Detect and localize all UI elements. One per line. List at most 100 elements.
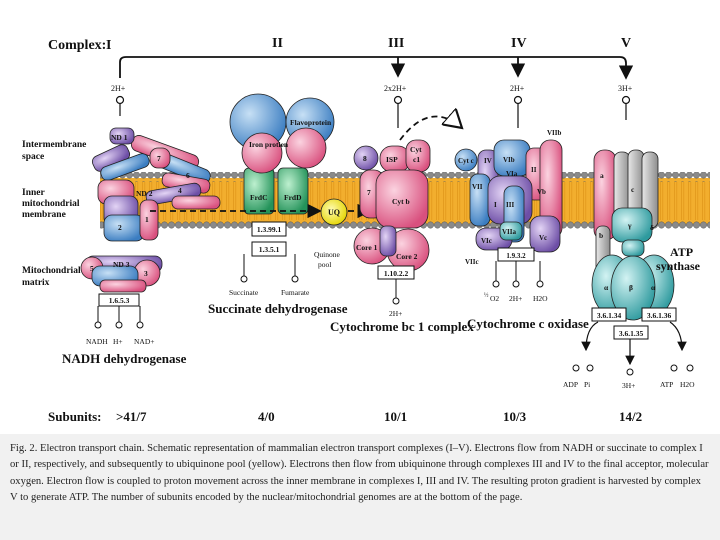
proton-label-c5: 3H+ xyxy=(618,84,633,93)
c5-part-alpha-left: α xyxy=(604,283,609,292)
c4-part-via: VIa xyxy=(506,170,518,178)
complex-iii-labels: 8 ISP Cyt c1 7 Cyt b Core 1 Core 2 1.10.… xyxy=(356,145,422,278)
membrane-label-3: membrane xyxy=(22,210,66,220)
c3-part-c1: c1 xyxy=(413,155,420,164)
c1-substrate-nad: NAD+ xyxy=(134,337,154,346)
c5-part-delta: δ xyxy=(650,223,654,232)
c5-part-beta: β xyxy=(629,283,633,292)
c4-part-vic: VIc xyxy=(481,237,492,245)
proton-circles xyxy=(115,95,631,128)
c4-part-viib: VIIb xyxy=(547,129,562,137)
region-labels: Intermembrane space Inner mitochondrial … xyxy=(22,140,86,288)
c5-substrate-atp: ATP xyxy=(660,380,673,389)
caption-panel xyxy=(0,434,720,540)
subunits-row: Subunits: >41/7 4/0 10/1 10/3 14/2 xyxy=(48,409,642,424)
c5-ec-3: 3.6.1.35 xyxy=(619,329,644,338)
c2-part-iron: Iron protien xyxy=(249,140,289,149)
c1-ec-number: 1.6.5.3 xyxy=(109,296,130,305)
matrix-label-2: matrix xyxy=(22,278,50,288)
c4-part-vib: VIb xyxy=(503,156,515,164)
complex-v-name-1: ATP xyxy=(670,245,693,259)
c4-half: ½ xyxy=(484,292,489,299)
complex-ii-name: Succinate dehydrogenase xyxy=(208,301,348,316)
complex-iv-name: Cytochrome c oxidase xyxy=(467,316,589,331)
complex-v-labels: a c b γ δ α β α 3.6.1.34 3.6.1.36 3.6.1.… xyxy=(597,171,672,338)
c3-matrix-proton xyxy=(392,279,400,305)
c1-subunit-nd2: ND 2 xyxy=(136,189,153,198)
intermembrane-label-2: space xyxy=(22,152,44,162)
complex-ii-labels: Iron protien Flavoprotein FrdC FrdD 1.3.… xyxy=(249,118,332,254)
c3-part-core1: Core 1 xyxy=(356,243,378,252)
complex-ii-substrates xyxy=(240,254,299,283)
complex-v-name: ATP synthase xyxy=(656,245,701,273)
c4-part-vb: Vb xyxy=(537,188,546,196)
c1-subunit-1: 1 xyxy=(145,215,149,224)
c3-matrix-proton-label: 2H+ xyxy=(389,309,402,318)
subunits-c5: 14/2 xyxy=(619,409,642,424)
c4-part-i: I xyxy=(494,201,497,209)
c1-subunit-5: 5 xyxy=(90,264,94,273)
matrix-label-1: Mitochondrial xyxy=(22,266,81,276)
c1-subunit-nd1: ND 1 xyxy=(111,133,128,142)
complex-i xyxy=(80,127,221,293)
complex-i-labels: ND 1 7 ND 2 6 4 2 ND 3 5 3 1 xyxy=(90,133,190,278)
complex-iii-name: Cytochrome bc 1 complex xyxy=(330,319,474,334)
c1-subunit-6: 6 xyxy=(186,171,190,180)
c3-ec-number: 1.10.2.2 xyxy=(384,269,409,278)
c4-ec-number: 1.9.3.2 xyxy=(506,252,526,260)
c2-iron-text: Iron protien xyxy=(249,140,289,149)
c4-part-cytc: Cyt c xyxy=(458,157,474,165)
c4-matrix-proton: 2H+ xyxy=(509,294,522,303)
complex-iii-roman: III xyxy=(388,36,404,51)
electron-path xyxy=(150,116,462,219)
c1-subunit-3: 3 xyxy=(144,269,148,278)
complex-ii-substrate-text: Succinate Fumarate Quinone pool xyxy=(229,250,341,297)
complex-ii xyxy=(229,93,335,257)
c2-substrate-fumarate: Fumarate xyxy=(281,288,310,297)
membrane-label-2: mitochondrial xyxy=(22,199,80,209)
c2-part-frdd: FrdD xyxy=(284,193,302,202)
c2-substrate-succinate: Succinate xyxy=(229,288,259,297)
c1-subunit-2: 2 xyxy=(118,223,122,232)
subunits-label: Subunits: xyxy=(48,409,101,424)
c4-part-viic: VIIc xyxy=(465,258,479,266)
proton-label-c1: 2H+ xyxy=(111,84,126,93)
complex-iii xyxy=(353,139,431,280)
complex-ii-roman: II xyxy=(272,36,283,51)
c5-part-b: b xyxy=(599,231,603,240)
c5-substrate-adp: ADP xyxy=(563,380,578,389)
c4-part-vii: VII xyxy=(472,183,483,191)
subunits-c4: 10/3 xyxy=(503,409,527,424)
c1-subunit-nd3: ND 3 xyxy=(113,260,130,269)
c5-part-alpha-right: α xyxy=(651,283,656,292)
c2-part-flavoprotein: Flavoprotein xyxy=(290,118,332,127)
complex-v-name-2: synthase xyxy=(656,259,701,273)
c3-part-8: 8 xyxy=(363,154,367,163)
c2-ec-2: 1.3.5.1 xyxy=(259,245,280,254)
c5-substrate-pi: Pi xyxy=(584,380,590,389)
c5-product-arrows xyxy=(581,321,687,366)
c5-part-a: a xyxy=(600,171,604,180)
ubiquinone-label: UQ xyxy=(328,208,340,217)
c4-substrate-o2: O2 xyxy=(490,294,499,303)
c2-ec-1: 1.3.99.1 xyxy=(257,225,282,234)
quinone-pool-1: Quinone xyxy=(314,250,341,259)
subunits-c2: 4/0 xyxy=(258,409,275,424)
c3-part-isp: ISP xyxy=(386,155,398,164)
etc-diagram: Complex: I II III IV V 2H+ 2x2H+ 2H+ 3H+… xyxy=(22,36,710,424)
subunits-c3: 10/1 xyxy=(384,409,407,424)
complex-iv xyxy=(454,139,563,262)
c2-part-frdc: FrdC xyxy=(250,193,268,202)
c5-product-circles xyxy=(572,364,694,376)
proton-label-c4: 2H+ xyxy=(510,84,525,93)
c5-part-gamma: γ xyxy=(627,221,632,230)
c1-subunit-7: 7 xyxy=(157,154,161,163)
figure-caption: Fig. 2. Electron transport chain. Schema… xyxy=(10,443,709,503)
c3-part-cytb: Cyt b xyxy=(392,197,410,206)
c5-ec-2: 3.6.1.36 xyxy=(647,311,672,320)
c1-subunit-4: 4 xyxy=(178,186,182,195)
complex-i-ec: 1.6.5.3 NADH H+ NAD+ NADH dehydrogenase xyxy=(62,293,187,366)
membrane-label-1: Inner xyxy=(22,188,45,198)
complex-iv-roman: IV xyxy=(511,36,527,51)
